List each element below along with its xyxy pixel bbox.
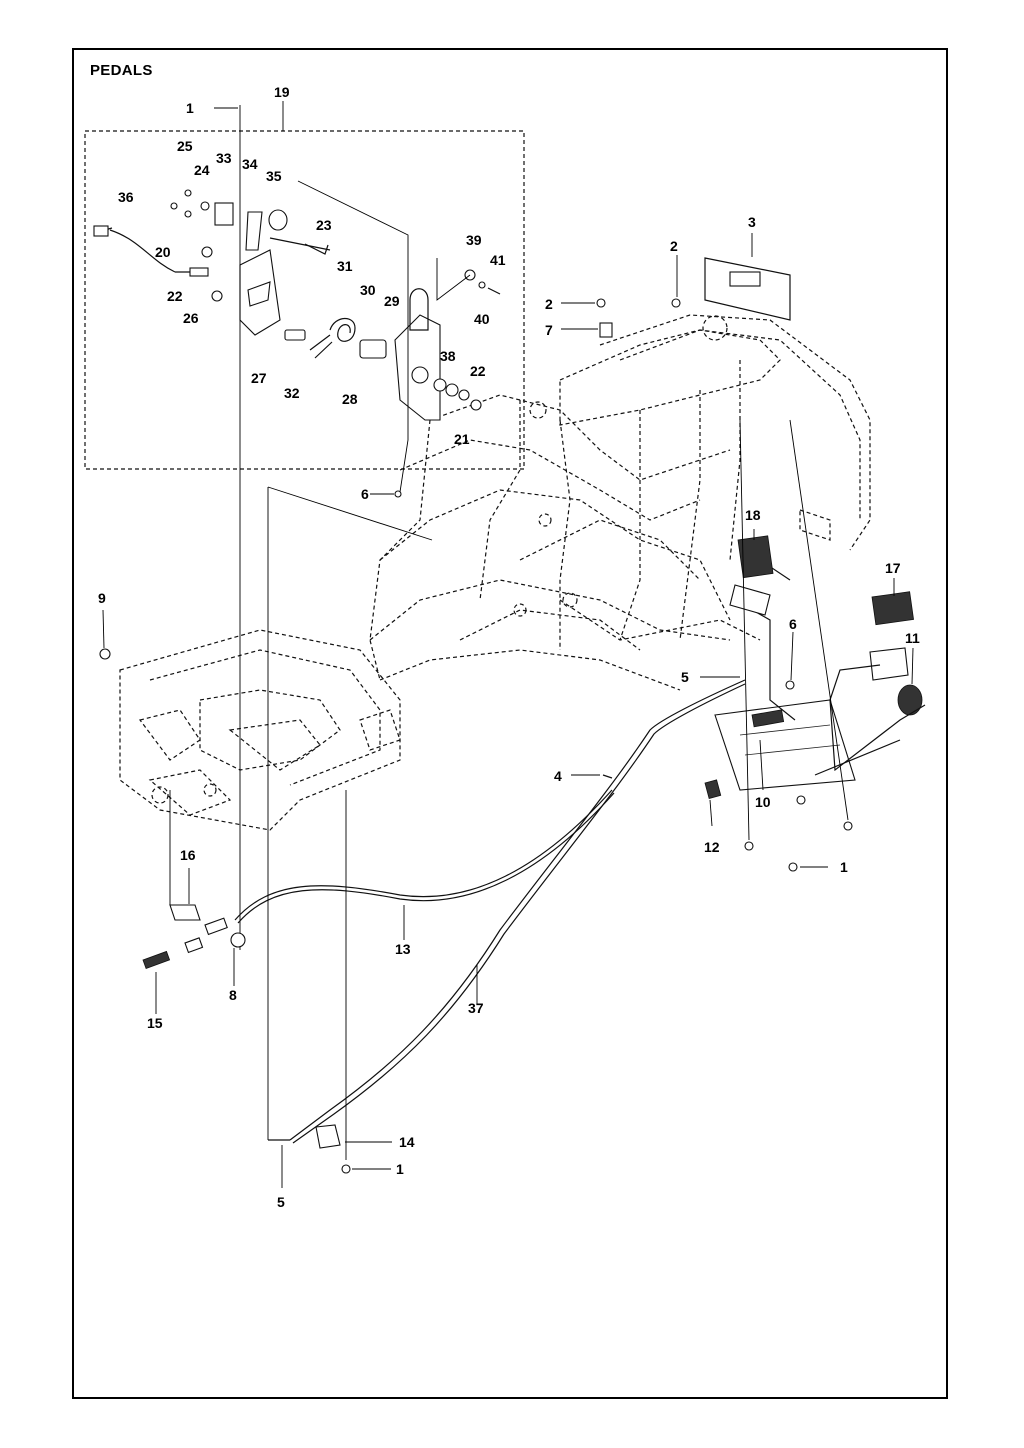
callout-38: 38 [440,348,456,364]
callout-23: 23 [316,217,332,233]
callout-29: 29 [384,293,400,309]
callout-12: 12 [704,839,720,855]
callout-6b: 6 [789,616,797,632]
callout-22b: 22 [470,363,486,379]
callout-10: 10 [755,794,771,810]
callout-31: 31 [337,258,353,274]
callout-1c: 1 [396,1161,404,1177]
callout-9: 9 [98,590,106,606]
callout-1: 1 [186,100,194,116]
callout-labels: 1 19 25 24 33 34 35 36 23 20 31 39 41 22… [98,84,920,1210]
chassis-frame [369,314,871,691]
callout-18: 18 [745,507,761,523]
callout-19: 19 [274,84,290,100]
page-frame [72,48,948,1399]
callout-11: 11 [905,630,920,646]
callout-14: 14 [399,1134,415,1150]
callout-6: 6 [361,486,369,502]
callout-32: 32 [284,385,300,401]
callout-3: 3 [748,214,756,230]
callout-21: 21 [454,431,470,447]
callout-37: 37 [468,1000,484,1016]
callout-26: 26 [183,310,199,326]
callout-4: 4 [554,768,562,784]
callout-28: 28 [342,391,358,407]
callout-13: 13 [395,941,411,957]
callout-33: 33 [216,150,232,166]
callout-41: 41 [490,252,506,268]
pedal-linkage-assembly [93,105,501,950]
callout-27: 27 [251,370,267,386]
callout-30: 30 [360,282,376,298]
callout-5b: 5 [277,1194,285,1210]
callout-20: 20 [155,244,171,260]
cables [142,486,746,1188]
callout-39: 39 [466,232,482,248]
callout-2b: 2 [545,296,553,312]
callout-22: 22 [167,288,183,304]
pedal-assembly [99,107,926,872]
callout-1b: 1 [840,859,848,875]
callout-15: 15 [147,1015,163,1031]
pedal-11 [897,684,923,716]
callout-40: 40 [474,311,490,327]
callout-5: 5 [681,669,689,685]
pedal-pad-17 [871,591,914,626]
pedal-pad-18 [737,535,774,579]
callout-8: 8 [229,987,237,1003]
callout-17: 17 [885,560,901,576]
page-title: PEDALS [90,62,153,79]
callout-7: 7 [545,322,553,338]
callout-24: 24 [194,162,210,178]
detail-group-box [84,130,525,470]
callout-25: 25 [177,138,193,154]
callout-34: 34 [242,156,258,172]
callout-36: 36 [118,189,134,205]
callout-35: 35 [266,168,282,184]
callout-2: 2 [670,238,678,254]
callout-16: 16 [180,847,196,863]
axle-housing [119,629,401,831]
